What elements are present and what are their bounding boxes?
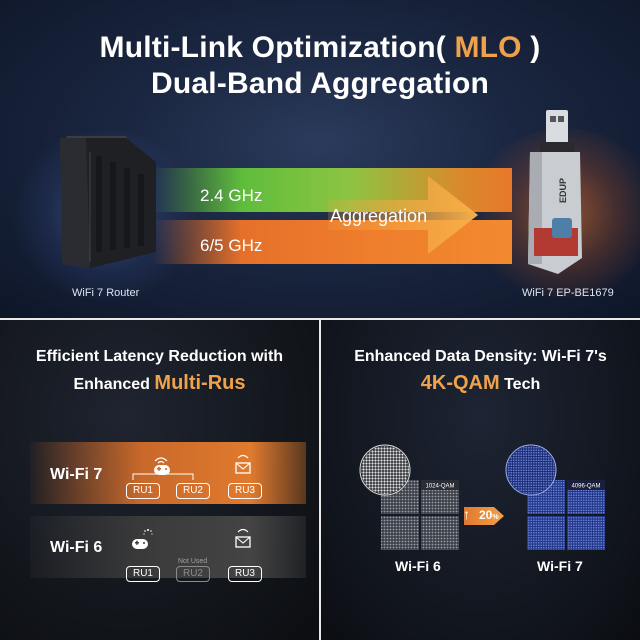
gain-value: 20%: [479, 508, 499, 522]
wifi7-ru3: RU3: [228, 483, 262, 499]
aggregation-label: Aggregation: [330, 206, 428, 226]
envelope-icon: [235, 454, 251, 474]
wifi6-ru3: RU3: [228, 566, 262, 582]
qam-4096-label: 4096-QAM: [571, 484, 600, 490]
qam-1024-grid: 1024-QAM: [359, 444, 459, 550]
wifi6-row-label: Wi-Fi 6: [50, 539, 103, 556]
gamepad-icon: [154, 465, 170, 475]
qam-4096-grid: 4096-QAM: [505, 444, 605, 550]
density-title-suffix: Tech: [504, 376, 541, 393]
latency-panel: Efficient Latency Reduction with Enhance…: [0, 320, 319, 640]
router-icon: [60, 136, 156, 268]
latency-title-accent: Multi-Rus: [154, 372, 246, 394]
latency-title-prefix: Enhanced: [73, 376, 150, 393]
dongle-brand-text: EDUP: [558, 178, 568, 203]
usb-dongle-icon: EDUP: [528, 110, 582, 274]
title-line1-suffix: ): [530, 31, 541, 64]
loading-icon: [143, 529, 153, 535]
wifi6-icons: [132, 528, 251, 549]
up-arrow-icon: [464, 507, 504, 525]
envelope-icon: [235, 528, 251, 548]
density-title-accent: 4K-QAM: [420, 372, 500, 394]
density-wifi7-label: Wi-Fi 7: [537, 558, 583, 574]
arrow-right-icon: [328, 176, 478, 254]
wifi6-ru2: RU2: [176, 566, 210, 582]
mlo-panel: Multi-Link Optimization( MLO ) Dual-Band…: [0, 0, 640, 318]
band-2g-label: 2.4 GHz: [200, 186, 263, 205]
title-line1-prefix: Multi-Link Optimization(: [99, 31, 446, 64]
wifi7-icons: [132, 454, 251, 480]
wifi-signal-icon: [154, 457, 168, 464]
up-arrow-glyph: ↑: [463, 506, 470, 522]
title-line2: Dual-Band Aggregation: [150, 67, 490, 100]
density-wifi6-label: Wi-Fi 6: [395, 558, 441, 574]
latency-title-line2: Enhanced Multi-Rus: [0, 372, 319, 395]
qam-1024-label: 1024-QAM: [425, 484, 454, 490]
density-panel: Enhanced Data Density: Wi-Fi 7's 4K-QAM …: [321, 320, 640, 640]
gain-unit: %: [492, 514, 499, 521]
band-5g6g-label: 6/5 GHz: [200, 236, 263, 255]
dongle-label: WiFi 7 EP-BE1679: [522, 287, 614, 299]
not-used-label: Not Used: [178, 558, 208, 565]
gain-number: 20: [479, 508, 493, 522]
wifi6-ru1: RU1: [126, 566, 160, 582]
wifi7-ru2: RU2: [176, 483, 210, 499]
vertical-divider: [319, 320, 321, 640]
wifi7-row-label: Wi-Fi 7: [50, 466, 103, 483]
gamepad-icon: [132, 539, 148, 549]
latency-title-line1: Efficient Latency Reduction with: [35, 348, 284, 365]
density-title-line1: Enhanced Data Density: Wi-Fi 7's: [354, 348, 607, 365]
horizontal-divider: [0, 318, 640, 320]
wifi7-ru1: RU1: [126, 483, 160, 499]
density-title-line2: 4K-QAM Tech: [321, 372, 640, 395]
mlo-title: Multi-Link Optimization( MLO ) Dual-Band…: [0, 30, 640, 102]
title-mlo-accent: MLO: [454, 31, 522, 64]
router-label: WiFi 7 Router: [72, 287, 140, 299]
